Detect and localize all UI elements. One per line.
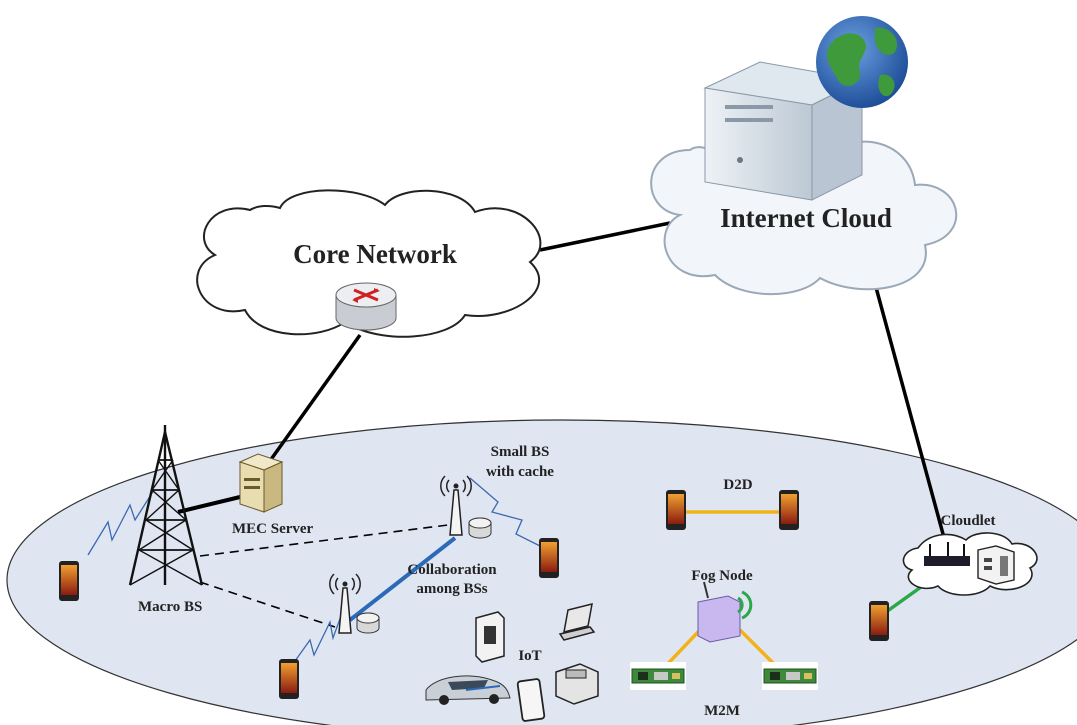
car-icon: [425, 675, 511, 705]
small-bs-label-line2: with cache: [486, 464, 554, 480]
cloudlet-cloud: [902, 532, 1038, 596]
iot-label: IoT: [518, 648, 541, 664]
router-icon: [335, 282, 397, 331]
internet-cloud-label: Internet Cloud: [720, 203, 892, 233]
m2m-device-icon: [761, 661, 819, 691]
bs-collaboration-link: [348, 536, 457, 622]
tablet-icon: [516, 678, 546, 722]
core-network-cloud: Core Network: [196, 189, 542, 338]
cache-icon: [468, 517, 492, 539]
phone-icon: [59, 561, 79, 601]
m2m-label: M2M: [704, 703, 740, 719]
mec-server-label: MEC Server: [232, 521, 314, 537]
phone-icon: [279, 659, 299, 699]
wireless-link-smallbs-bottom: [289, 604, 346, 669]
internet-core-link: [539, 221, 671, 252]
collaboration-label-line1: Collaboration: [407, 562, 497, 578]
globe-icon: [816, 16, 908, 108]
smart-device-icon: [475, 611, 505, 663]
core-network-label: Core Network: [293, 239, 457, 269]
laptop-icon: [558, 602, 596, 641]
cache-icon-2: [356, 612, 380, 634]
m2m-device-icon: [629, 661, 687, 691]
mec-server-icon: [238, 453, 284, 513]
d2d-label: D2D: [723, 477, 752, 493]
internet-cloudlet-link: [872, 279, 948, 546]
macro-bs-tower-icon: [128, 425, 204, 586]
fog-node-label: Fog Node: [691, 568, 753, 584]
small-bs-label-line1: Small BS: [491, 444, 550, 460]
macro-smallbs-dashed-link: [199, 524, 449, 557]
core-mec-link: [260, 333, 362, 474]
phone-icon: [539, 538, 559, 578]
wireless-link-macro-left: [87, 489, 155, 556]
phone-icon: [869, 601, 889, 641]
internet-cloud: Internet Cloud: [650, 16, 958, 296]
mec-macro-link: [177, 495, 241, 514]
printer-icon: [555, 663, 599, 705]
macro-bs-label: Macro BS: [138, 599, 202, 615]
fog-node-icon: [697, 581, 753, 643]
macro-smallbs2-dashed-link: [199, 581, 336, 628]
collaboration-label-line2: among BSs: [416, 581, 487, 597]
router-icon: [924, 542, 970, 566]
server-icon: [977, 545, 1015, 585]
cloudlet-label: Cloudlet: [940, 513, 995, 529]
phone-icon: [666, 490, 686, 530]
phone-icon: [779, 490, 799, 530]
wireless-link-smallbs-right: [469, 477, 541, 547]
